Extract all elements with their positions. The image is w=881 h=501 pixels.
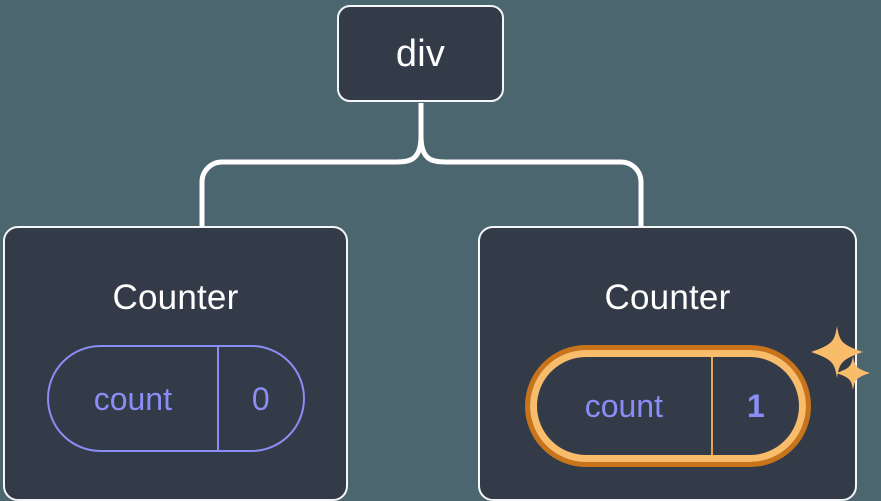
state-pill-wrap-left: count 0 — [46, 345, 305, 452]
state-pill-inner-right: count 1 — [537, 357, 799, 455]
state-pill-count-right[interactable]: count 1 — [524, 345, 811, 467]
state-name-right: count — [584, 388, 663, 424]
node-counter-left-label: Counter — [112, 278, 239, 317]
state-pill-count-left[interactable]: count 0 — [46, 345, 305, 452]
node-counter-right[interactable]: Counter count 1 — [478, 226, 870, 501]
sparkle-small-icon — [835, 356, 870, 390]
node-div-label: div — [395, 32, 446, 75]
state-pill-wrap-right: count 1 — [524, 326, 870, 467]
state-pill-divider-right — [711, 357, 714, 455]
state-value-left: 0 — [251, 380, 270, 417]
node-counter-left[interactable]: Counter count 0 — [3, 226, 348, 501]
state-name-left: count — [93, 380, 172, 417]
node-div[interactable]: div — [337, 5, 504, 102]
connector-branch-left — [199, 135, 424, 226]
state-value-right: 1 — [746, 388, 765, 424]
connector-branch-right — [418, 135, 644, 226]
node-counter-right-label: Counter — [604, 278, 731, 317]
sparkle-large-icon — [810, 326, 863, 378]
state-pill-divider-left — [217, 347, 220, 450]
